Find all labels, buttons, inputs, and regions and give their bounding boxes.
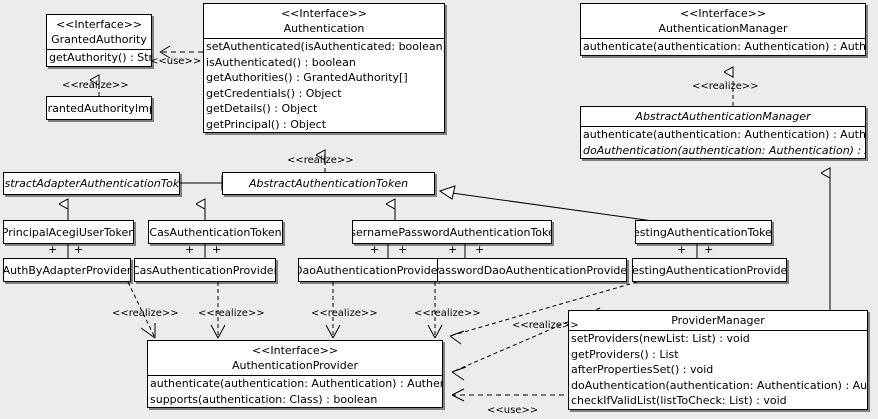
association-marker: + <box>48 243 58 256</box>
operations-compartment: setProviders(newList: List) : void getPr… <box>569 330 867 409</box>
association-marker: + <box>74 243 84 256</box>
operation: afterPropertiesSet() : void <box>571 363 714 376</box>
class-password-dao-authentication-provider[interactable]: PasswordDaoAuthenticationProvider <box>437 258 627 282</box>
association-marker: + <box>448 243 458 256</box>
class-granted-authority-impl[interactable]: GrantedAuthorityImpl <box>46 96 152 120</box>
association-marker: + <box>475 243 485 256</box>
stereotype-label: <<Interface>> <box>251 344 339 357</box>
class-username-password-authentication-token[interactable]: UsernamePasswordAuthenticationToken <box>352 220 552 244</box>
class-authentication-provider[interactable]: <<Interface>> AuthenticationProvider aut… <box>147 340 443 408</box>
stereotype-label: <<Interface>> <box>679 7 767 20</box>
class-name: AbstractAdapterAuthenticationToken <box>4 177 180 190</box>
class-name: TestingAuthenticationToken <box>635 225 772 239</box>
association-marker: + <box>398 243 408 256</box>
class-name: DaoAuthenticationProvider <box>298 263 438 277</box>
class-testing-authentication-token[interactable]: TestingAuthenticationToken <box>635 220 772 244</box>
operation: setAuthenticated(isAuthenticated: boolea… <box>206 40 445 53</box>
operations-compartment: getAuthority() : String <box>47 49 151 66</box>
edge-testing-token-generalization <box>451 192 661 223</box>
class-name: PasswordDaoAuthenticationProvider <box>437 263 627 277</box>
stereotype-label: <<Interface>> <box>280 7 368 20</box>
class-name: AbstractAuthenticationToken <box>248 177 409 190</box>
class-name: AbstractAuthenticationManager <box>635 110 811 123</box>
class-name: GrantedAuthority <box>51 33 147 46</box>
class-header: ProviderManager <box>569 311 867 330</box>
edge-label-realize-password-dao-provider: <<realize>> <box>414 308 481 319</box>
class-cas-authentication-provider[interactable]: CasAuthenticationProvider <box>134 258 276 282</box>
class-name: PrincipalAcegiUserToken <box>3 225 134 239</box>
edge-label-realize-auth-by-adapter: <<realize>> <box>112 308 179 319</box>
class-name: AuthByAdapterProvider <box>3 263 131 277</box>
operation: doAuthentication(authentication: Authent… <box>571 378 868 392</box>
class-testing-authentication-provider[interactable]: TestingAuthenticationProvider <box>632 258 787 282</box>
class-auth-by-adapter-provider[interactable]: AuthByAdapterProvider <box>3 258 131 282</box>
operation: authenticate(authentication: Authenticat… <box>583 128 866 141</box>
class-principal-acegi-user-token[interactable]: PrincipalAcegiUserToken <box>3 220 134 244</box>
operation: getCredentials() : Object <box>206 86 342 100</box>
edge-label-use-provider-manager: <<use>> <box>487 405 539 416</box>
edge-label-realize-abstract-auth-token: <<realize>> <box>287 155 354 166</box>
edge-label-use-granted-authority: <<use>> <box>150 56 202 67</box>
class-abstract-authentication-manager[interactable]: AbstractAuthenticationManager authentica… <box>580 106 866 159</box>
stereotype-label: <<Interface>> <box>55 18 143 31</box>
edge-label-realize-granted-authority-impl: <<realize>> <box>62 80 129 91</box>
class-name: AuthenticationManager <box>658 22 788 35</box>
class-provider-manager[interactable]: ProviderManager setProviders(newList: Li… <box>568 310 868 410</box>
class-name: ProviderManager <box>671 314 765 327</box>
operation: getProviders() : List <box>571 347 679 361</box>
operation: isAuthenticated() : boolean <box>206 55 356 69</box>
class-authentication[interactable]: <<Interface>> Authentication setAuthenti… <box>203 3 445 133</box>
class-name: Authentication <box>283 22 365 35</box>
class-header: <<Interface>> GrantedAuthority <box>47 15 151 49</box>
class-cas-authentication-token[interactable]: CasAuthenticationToken <box>148 220 283 244</box>
class-header: <<Interface>> AuthenticationProvider <box>148 341 442 375</box>
class-name: AuthenticationProvider <box>231 359 359 372</box>
association-marker: + <box>677 243 687 256</box>
operation: authenticate(authentication: Authenticat… <box>583 40 866 53</box>
class-name: CasAuthenticationProvider <box>134 263 276 277</box>
operations-compartment: authenticate(authentication: Authenticat… <box>581 126 865 158</box>
edge-label-realize-cas-provider: <<realize>> <box>198 308 265 319</box>
class-name: CasAuthenticationToken <box>149 225 282 239</box>
class-granted-authority[interactable]: <<Interface>> GrantedAuthority getAuthor… <box>46 14 152 67</box>
operation: getAuthorities() : GrantedAuthority[] <box>206 71 408 84</box>
association-marker: + <box>185 243 195 256</box>
edge-label-realize-abstract-auth-manager: <<realize>> <box>692 81 759 92</box>
class-header: <<Interface>> AuthenticationManager <box>581 4 865 38</box>
operations-compartment: authenticate(authentication: Authenticat… <box>148 375 442 407</box>
operation: getDetails() : Object <box>206 102 318 115</box>
class-abstract-adapter-authentication-token[interactable]: AbstractAdapterAuthenticationToken <box>3 172 180 195</box>
class-dao-authentication-provider[interactable]: DaoAuthenticationProvider <box>298 258 438 282</box>
operation: authenticate(authentication: Authenticat… <box>150 377 442 390</box>
operations-compartment: authenticate(authentication: Authenticat… <box>581 38 865 55</box>
class-header: <<Interface>> Authentication <box>204 4 444 38</box>
class-name: TestingAuthenticationProvider <box>632 263 787 277</box>
operations-compartment: setAuthenticated(isAuthenticated: boolea… <box>204 38 444 132</box>
association-marker: + <box>704 243 714 256</box>
edge-label-realize-dao-provider: <<realize>> <box>311 308 378 319</box>
class-abstract-authentication-token[interactable]: AbstractAuthenticationToken <box>222 172 435 195</box>
operation: setProviders(newList: List) : void <box>571 332 750 345</box>
association-marker: + <box>370 243 380 256</box>
operation: getAuthority() : String <box>49 51 152 64</box>
association-marker: + <box>212 243 222 256</box>
class-authentication-manager[interactable]: <<Interface>> AuthenticationManager auth… <box>580 3 866 56</box>
operation: supports(authentication: Class) : boolea… <box>150 392 378 406</box>
operation: checkIfValidList(listToCheck: List) : vo… <box>571 394 787 407</box>
edge-label-realize-provider-manager: <<realize>> <box>512 320 579 331</box>
class-name: UsernamePasswordAuthenticationToken <box>352 225 552 239</box>
class-header: AbstractAuthenticationManager <box>581 107 865 126</box>
operation: doAuthentication(authentication: Authent… <box>583 143 865 157</box>
class-name: GrantedAuthorityImpl <box>47 101 151 115</box>
operation: getPrincipal() : Object <box>206 117 327 131</box>
